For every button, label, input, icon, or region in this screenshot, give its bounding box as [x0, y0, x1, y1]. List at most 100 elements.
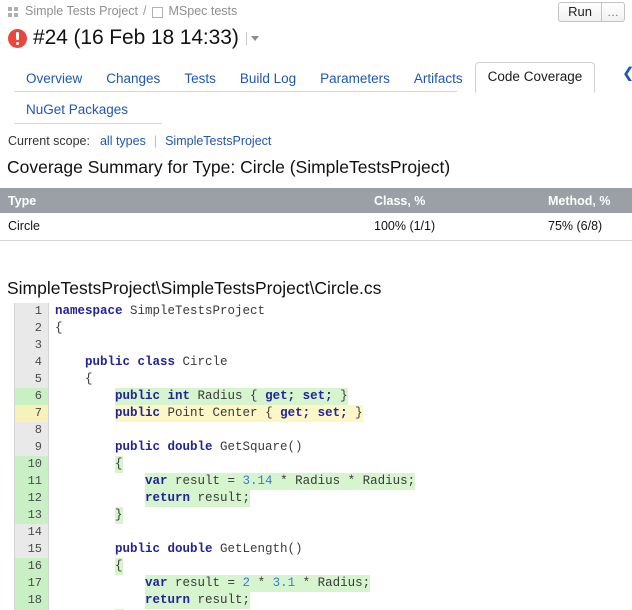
line-number: 4 — [15, 354, 49, 371]
code-line-source — [49, 422, 632, 439]
tab-nuget-packages[interactable]: NuGet Packages — [26, 102, 129, 117]
code-line: 14 — [15, 524, 632, 541]
code-line-source: public double GetLength() — [49, 541, 632, 558]
line-number: 17 — [15, 575, 49, 592]
code-line: 2{ — [15, 320, 632, 337]
run-button-group[interactable]: Run … — [558, 2, 625, 22]
code-line: 13 } — [15, 507, 632, 524]
code-line-source: { — [49, 456, 632, 473]
code-line: 17 var result = 2 * 3.1 * Radius; — [15, 575, 632, 592]
table-header-row: Type Class, % Method, % — [0, 188, 632, 213]
code-line: 8 — [15, 422, 632, 439]
line-number: 15 — [15, 541, 49, 558]
code-line-source: { — [49, 558, 632, 575]
error-icon — [8, 28, 27, 48]
code-line-source — [49, 337, 632, 354]
code-line: 9 public double GetSquare() — [15, 439, 632, 456]
build-dropdown-button[interactable] — [245, 30, 259, 47]
line-number: 1 — [15, 303, 49, 320]
code-line-source: public int Radius { get; set; } — [49, 388, 632, 405]
tab-parameters[interactable]: Parameters — [320, 71, 390, 86]
column-header-type: Type — [0, 188, 374, 213]
code-line-source: var result = 2 * 3.1 * Radius; — [49, 575, 632, 592]
code-line: 4 public class Circle — [15, 354, 632, 371]
tab-code-coverage[interactable]: Code Coverage — [474, 62, 596, 93]
scope-divider: | — [153, 134, 158, 148]
coverage-highlight: var result = 3.14 * Radius * Radius; — [145, 473, 416, 490]
tab-row-secondary: NuGet Packages — [14, 93, 140, 123]
breadcrumb-project-link[interactable]: Simple Tests Project — [25, 4, 139, 18]
run-button[interactable]: Run — [558, 2, 601, 22]
source-file-path: SimpleTestsProject\SimpleTestsProject\Ci… — [7, 278, 382, 298]
scope-project-link[interactable]: SimpleTestsProject — [165, 134, 272, 148]
coverage-highlight: return result; — [145, 490, 251, 507]
line-number: 14 — [15, 524, 49, 541]
code-line: 12 return result; — [15, 490, 632, 507]
code-line-source — [49, 524, 632, 541]
line-number: 3 — [15, 337, 49, 354]
tab-build-log[interactable]: Build Log — [239, 71, 297, 86]
code-line-source: } — [49, 507, 632, 524]
tab-artifacts[interactable]: Artifacts — [413, 71, 463, 86]
build-header: #24 (16 Feb 18 14:33) — [8, 24, 259, 52]
line-number: 10 — [15, 456, 49, 473]
coverage-highlight: public int Radius { get; set; } — [115, 388, 348, 405]
class-pct-cell: 100% (1/1) — [374, 213, 548, 241]
line-number: 18 — [15, 592, 49, 609]
scope-all-types-link[interactable]: all types — [99, 134, 146, 148]
code-line: 10 { — [15, 456, 632, 473]
code-line-source: { — [49, 320, 632, 337]
code-line-source: return result; — [49, 490, 632, 507]
column-header-class-pct: Class, % — [374, 188, 548, 213]
page-title: Coverage Summary for Type: Circle (Simpl… — [7, 157, 451, 177]
breadcrumb: Simple Tests Project / MSpec tests — [8, 2, 237, 20]
build-number-title: #24 (16 Feb 18 14:33) — [33, 26, 239, 49]
line-number: 7 — [15, 405, 49, 422]
code-line: 6 public int Radius { get; set; } — [15, 388, 632, 405]
coverage-highlight: public double GetSquare() — [115, 440, 303, 454]
code-line: 18 return result; — [15, 592, 632, 609]
coverage-highlight: { — [85, 372, 93, 386]
tab-changes[interactable]: Changes — [106, 71, 161, 86]
coverage-highlight: { — [115, 456, 123, 473]
tab-tests[interactable]: Tests — [184, 71, 216, 86]
chevron-left-icon[interactable]: ❮ — [622, 66, 632, 81]
grid-icon — [8, 6, 19, 17]
column-header-method-pct: Method, % — [548, 188, 632, 213]
code-line: 7 public Point Center { get; set; } — [15, 405, 632, 422]
coverage-highlight: var result = 2 * 3.1 * Radius; — [145, 575, 371, 592]
line-number: 2 — [15, 320, 49, 337]
code-line: 15 public double GetLength() — [15, 541, 632, 558]
tab-underline — [14, 91, 457, 92]
code-line: 3 — [15, 337, 632, 354]
line-number: 12 — [15, 490, 49, 507]
code-line-source: public class Circle — [49, 354, 632, 371]
coverage-highlight: namespace SimpleTestsProject — [55, 304, 266, 318]
coverage-highlight: return result; — [145, 592, 251, 609]
tab-overview[interactable]: Overview — [26, 71, 83, 86]
coverage-highlight: { — [115, 558, 123, 575]
line-number: 6 — [15, 388, 49, 405]
code-line-source: public double GetSquare() — [49, 439, 632, 456]
coverage-highlight: } — [115, 507, 123, 524]
tab-row-primary: Overview Changes Tests Build Log Parameters A… — [14, 60, 596, 93]
tab-strip: Overview Changes Tests Build Log Parameters A… — [0, 60, 632, 124]
code-line: 16 { — [15, 558, 632, 575]
caret-down-icon — [250, 35, 259, 41]
breadcrumb-config-link[interactable]: MSpec tests — [168, 4, 238, 18]
coverage-highlight: public class Circle — [85, 355, 228, 369]
code-line-source: return result; — [49, 592, 632, 609]
line-number: 9 — [15, 439, 49, 456]
line-number: 5 — [15, 371, 49, 388]
run-options-button[interactable]: … — [601, 2, 625, 22]
line-number: 16 — [15, 558, 49, 575]
code-line-source: namespace SimpleTestsProject — [49, 303, 632, 320]
tab-underline-secondary — [14, 123, 162, 124]
method-pct-cell: 75% (6/8) — [548, 213, 632, 241]
coverage-highlight: public Point Center { get; set; } — [115, 405, 363, 422]
code-line-source: public Point Center { get; set; } — [49, 405, 632, 422]
